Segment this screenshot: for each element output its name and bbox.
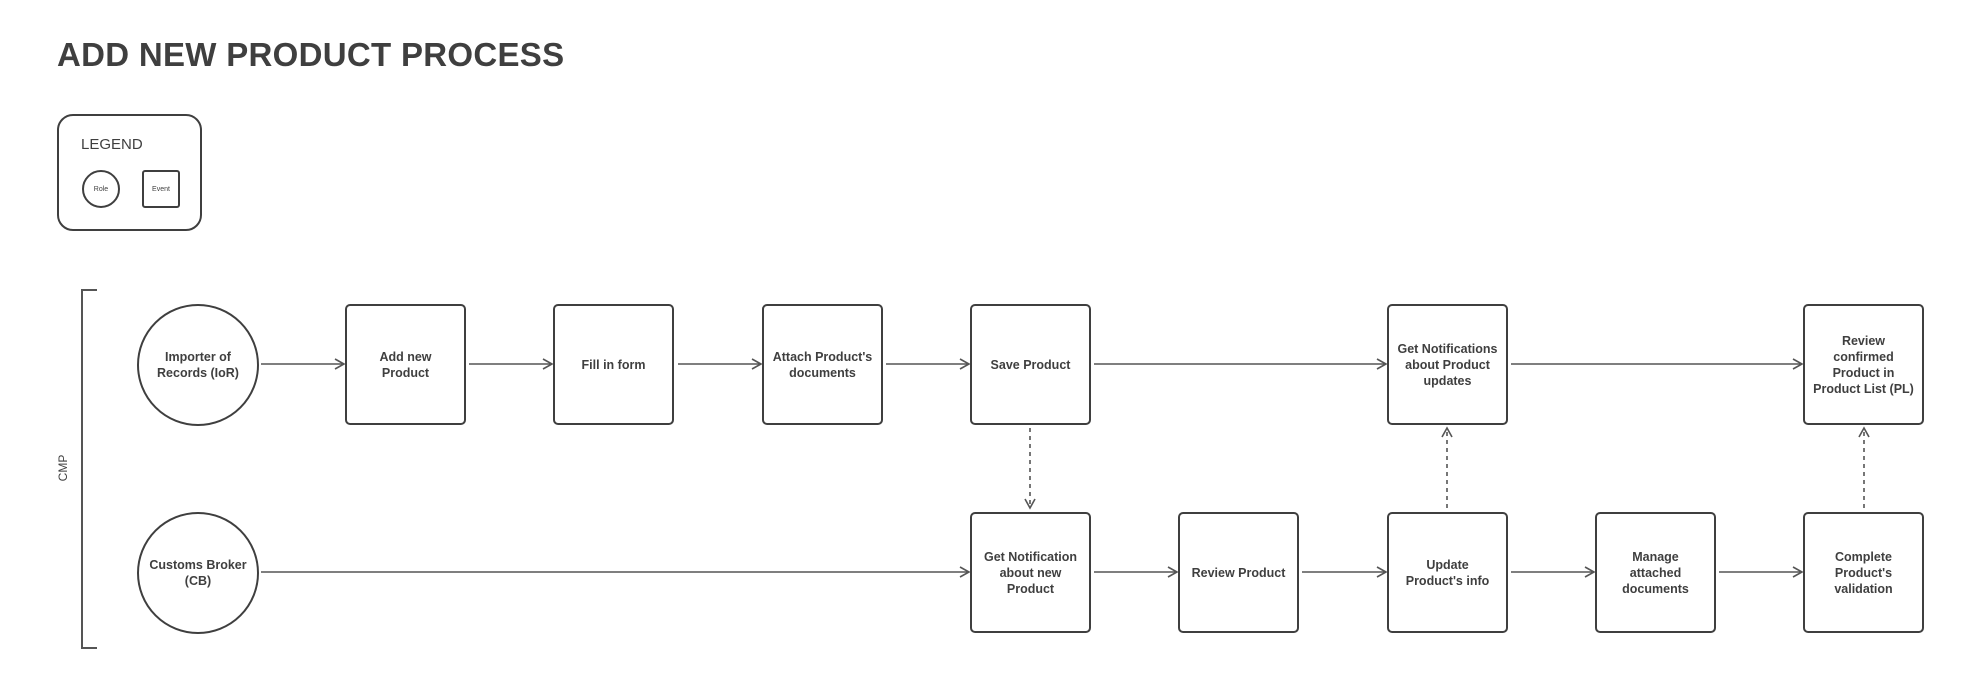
role-customs-broker: Customs Broker (CB) [137, 512, 259, 634]
event-complete-validation: Complete Product's validation [1803, 512, 1924, 633]
event-update-product-info-label: Update Product's info [1405, 557, 1490, 588]
event-get-notifications-updates-label: Get Notifications about Product updates [1397, 341, 1498, 388]
lane-label-cmp: CMP [56, 454, 70, 482]
event-update-product-info: Update Product's info [1387, 512, 1508, 633]
event-review-confirmed-product-label: Review confirmed Product in Product List… [1813, 333, 1914, 396]
event-save-product: Save Product [970, 304, 1091, 425]
event-review-confirmed-product: Review confirmed Product in Product List… [1803, 304, 1924, 425]
event-save-product-label: Save Product [990, 357, 1071, 372]
event-review-product: Review Product [1178, 512, 1299, 633]
role-importer-label: Importer of Records (IoR) [157, 350, 239, 380]
role-customs-broker-label: Customs Broker (CB) [149, 558, 247, 588]
event-add-new-product: Add new Product [345, 304, 466, 425]
event-manage-documents-label: Manage attached documents [1622, 549, 1689, 596]
legend: LEGEND Role Event [57, 114, 202, 231]
legend-event-label: Event [152, 185, 170, 193]
event-review-product-label: Review Product [1191, 565, 1286, 580]
page-title: ADD NEW PRODUCT PROCESS [57, 36, 565, 73]
role-importer-of-records: Importer of Records (IoR) [137, 304, 259, 426]
legend-title: LEGEND [81, 136, 143, 153]
event-attach-documents-label: Attach Product's documents [772, 349, 873, 380]
event-manage-documents: Manage attached documents [1595, 512, 1716, 633]
legend-role-symbol: Role [82, 170, 120, 208]
event-complete-validation-label: Complete Product's validation [1834, 549, 1893, 596]
legend-role-label: Role [93, 185, 109, 193]
event-fill-in-form-label: Fill in form [581, 357, 646, 372]
legend-event-symbol: Event [142, 170, 180, 208]
event-get-notification-new: Get Notification about new Product [970, 512, 1091, 633]
lane-bracket [81, 289, 97, 649]
event-get-notifications-updates: Get Notifications about Product updates [1387, 304, 1508, 425]
event-attach-documents: Attach Product's documents [762, 304, 883, 425]
event-get-notification-new-label: Get Notification about new Product [983, 549, 1078, 596]
event-fill-in-form: Fill in form [553, 304, 674, 425]
event-add-new-product-label: Add new Product [379, 349, 432, 380]
